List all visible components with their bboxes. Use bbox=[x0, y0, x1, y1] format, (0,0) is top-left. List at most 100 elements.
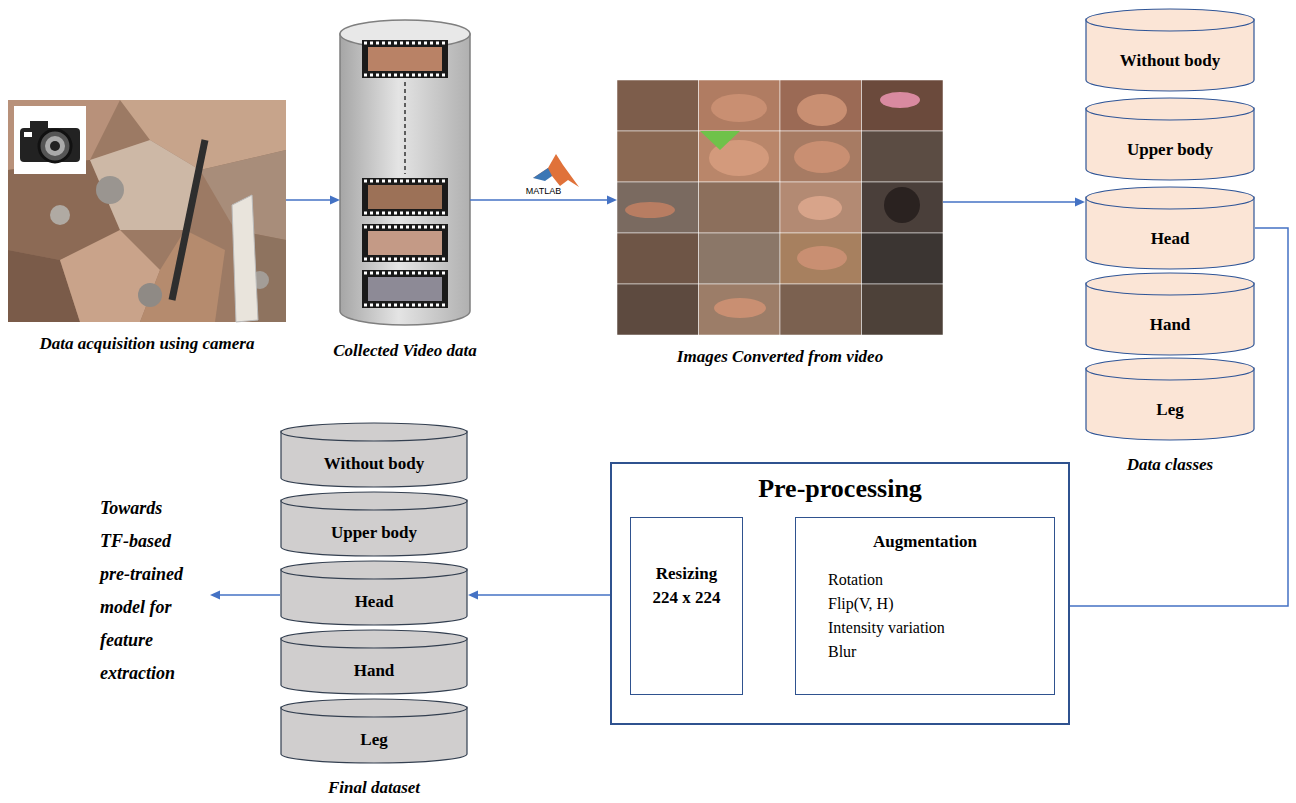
dataset-cylinder: Head bbox=[280, 560, 468, 626]
group-caption: Data classes bbox=[1127, 455, 1213, 475]
cylinder-label: Without body bbox=[324, 454, 424, 474]
image-details bbox=[625, 92, 920, 318]
cylinder-label-area: Leg bbox=[280, 718, 468, 762]
film-strip bbox=[364, 226, 446, 229]
image-details bbox=[880, 92, 920, 108]
matlab-logo bbox=[533, 168, 552, 181]
image-tiles bbox=[699, 131, 781, 182]
cylinder-top bbox=[281, 423, 467, 441]
camera-icon bbox=[14, 106, 86, 174]
image-tiles bbox=[699, 284, 781, 335]
cylinder-label: Hand bbox=[354, 661, 395, 681]
image-details bbox=[711, 94, 767, 122]
camera-icon bbox=[14, 106, 86, 174]
group-caption: Final dataset bbox=[328, 778, 420, 798]
camera-icon bbox=[20, 128, 80, 162]
rubble-photo bbox=[8, 100, 286, 322]
box-heading: Augmentation bbox=[796, 532, 1054, 552]
film-strip bbox=[364, 258, 446, 261]
image-details bbox=[700, 131, 740, 150]
output-label: Towards TF-based pre-trained model for f… bbox=[100, 492, 210, 690]
connector bbox=[210, 591, 280, 600]
cylinder-label-area: Leg bbox=[1085, 381, 1255, 439]
cylinder-top bbox=[281, 561, 467, 579]
connector-line bbox=[943, 201, 1075, 203]
dataset-cylinder: Without body bbox=[280, 422, 468, 488]
image-details bbox=[714, 298, 766, 318]
image-details bbox=[798, 196, 842, 220]
class-cylinder: Leg bbox=[1085, 357, 1255, 441]
connector bbox=[286, 196, 340, 205]
film-strip bbox=[362, 178, 448, 216]
dataset-cylinder: Hand bbox=[280, 629, 468, 695]
output-text: Towards TF-based pre-trained model for f… bbox=[100, 492, 210, 690]
film-strip bbox=[404, 82, 406, 174]
image-tiles bbox=[780, 131, 862, 182]
image-tiles bbox=[617, 233, 699, 284]
arrowhead bbox=[210, 591, 220, 600]
film-strip bbox=[364, 74, 446, 77]
list-item: Intensity variation bbox=[796, 616, 1054, 640]
cylinder-label-area: Upper body bbox=[280, 511, 468, 555]
list-item: Rotation bbox=[796, 568, 1054, 592]
image-tiles bbox=[699, 80, 781, 131]
preprocessing-box: Pre-processingAugmentationRotationFlip(V… bbox=[610, 462, 1070, 725]
cylinder-top bbox=[1086, 273, 1254, 295]
connector-line bbox=[1065, 228, 1288, 606]
camera-icon bbox=[45, 136, 65, 156]
class-cylinder: Hand bbox=[1085, 272, 1255, 356]
matlab-logo bbox=[533, 154, 579, 187]
film-strip bbox=[362, 40, 448, 308]
image-tiles bbox=[862, 80, 944, 131]
image-details bbox=[625, 202, 675, 218]
rubble-photo bbox=[60, 230, 160, 322]
edge-label: MATLAB bbox=[524, 186, 563, 197]
video-cylinder-drawing bbox=[340, 20, 470, 325]
cylinder-label: Upper body bbox=[331, 523, 417, 543]
image-tiles bbox=[780, 80, 862, 131]
cylinder-shape bbox=[1085, 97, 1255, 181]
cylinder-top bbox=[281, 630, 467, 648]
cylinder-top bbox=[281, 699, 467, 717]
image-tiles bbox=[862, 182, 944, 233]
connector-line bbox=[220, 594, 280, 596]
connector-line bbox=[286, 199, 330, 201]
cylinder-label: Head bbox=[355, 592, 394, 612]
image-tiles bbox=[780, 182, 862, 233]
image-details bbox=[797, 246, 847, 270]
image-tiles bbox=[699, 182, 781, 233]
arrowhead bbox=[607, 196, 617, 205]
rubble-photo bbox=[138, 283, 162, 307]
box-text: Resizing bbox=[631, 562, 742, 586]
cylinder-top bbox=[1086, 358, 1254, 380]
class-cylinder: Upper body bbox=[1085, 97, 1255, 181]
camera-icon bbox=[24, 132, 32, 137]
rubble-photo bbox=[8, 100, 286, 322]
image-tiles bbox=[617, 80, 699, 131]
cylinder-label-area: Upper body bbox=[1085, 121, 1255, 179]
connector-line bbox=[470, 199, 607, 201]
cylinder-shape bbox=[1085, 272, 1255, 356]
film-strip bbox=[364, 304, 446, 307]
image-tiles bbox=[780, 284, 862, 335]
cylinder-label-area: Without body bbox=[1085, 32, 1255, 90]
film-strip bbox=[362, 270, 448, 308]
film-strip bbox=[364, 42, 446, 45]
film-strip bbox=[368, 47, 442, 71]
image-details bbox=[794, 141, 850, 173]
caption: Data acquisition using camera bbox=[40, 334, 255, 354]
photo-panel: Data acquisition using camera bbox=[8, 100, 286, 322]
cylinder-shape bbox=[1085, 186, 1255, 270]
cylinder-label: Leg bbox=[360, 730, 387, 750]
rubble-photo bbox=[172, 140, 205, 300]
cylinder-label: Hand bbox=[1150, 315, 1191, 335]
image-grid: Images Converted from video bbox=[617, 80, 943, 335]
cylinder-label-area: Without body bbox=[280, 442, 468, 486]
arrowhead bbox=[330, 196, 340, 205]
cylinder-label: Upper body bbox=[1127, 140, 1213, 160]
rubble-photo bbox=[90, 140, 200, 230]
image-details bbox=[884, 187, 920, 223]
film-strip bbox=[368, 277, 442, 301]
arrowhead bbox=[1075, 198, 1085, 207]
image-tiles bbox=[617, 182, 699, 233]
